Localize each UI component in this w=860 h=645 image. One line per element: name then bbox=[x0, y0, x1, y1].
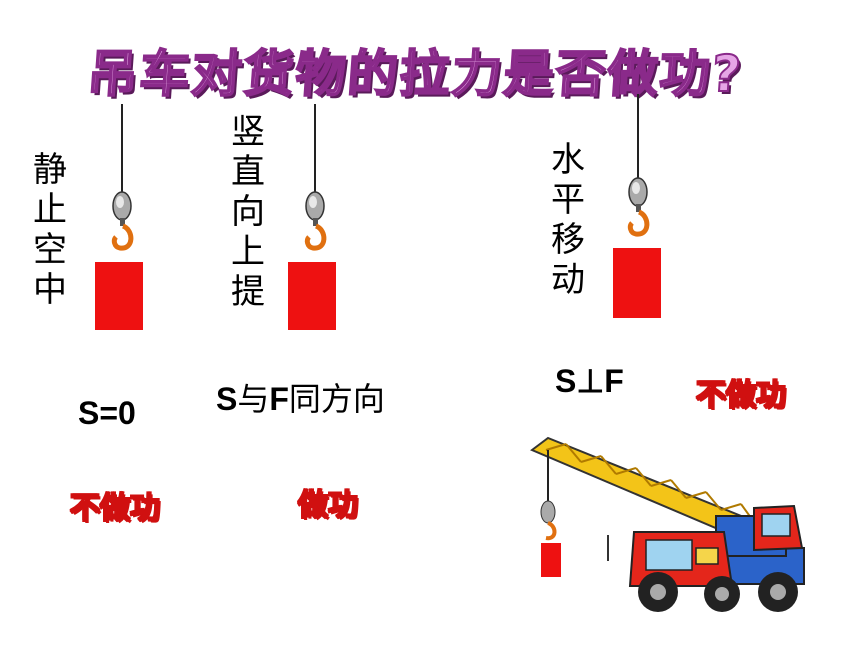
hook-icon bbox=[627, 177, 650, 237]
rope-1 bbox=[121, 104, 123, 196]
result-2: 做功 bbox=[297, 487, 359, 524]
formula-2: S与F同方向 bbox=[216, 380, 385, 418]
cargo-box-2 bbox=[288, 262, 336, 330]
hook-icon bbox=[304, 191, 327, 251]
label-horizontal: 水 平 移 动 bbox=[551, 140, 585, 300]
formula-1: S=0 bbox=[78, 395, 136, 431]
cargo-box-1 bbox=[95, 262, 143, 330]
crane-truck-icon bbox=[530, 436, 805, 612]
page-title: 吊车对货物的拉力是否做功? bbox=[85, 44, 746, 104]
rope-2 bbox=[314, 104, 316, 196]
motion-divider bbox=[607, 535, 609, 561]
result-3: 不做功 bbox=[695, 377, 787, 414]
cargo-box-3 bbox=[613, 248, 661, 318]
result-1: 不做功 bbox=[69, 490, 161, 527]
label-lift: 竖 直 向 上 提 bbox=[231, 112, 265, 312]
label-static: 静 止 空 中 bbox=[33, 150, 67, 310]
rope-3 bbox=[637, 94, 639, 178]
formula-3: S⊥F bbox=[555, 363, 624, 399]
hook-icon bbox=[111, 191, 134, 251]
